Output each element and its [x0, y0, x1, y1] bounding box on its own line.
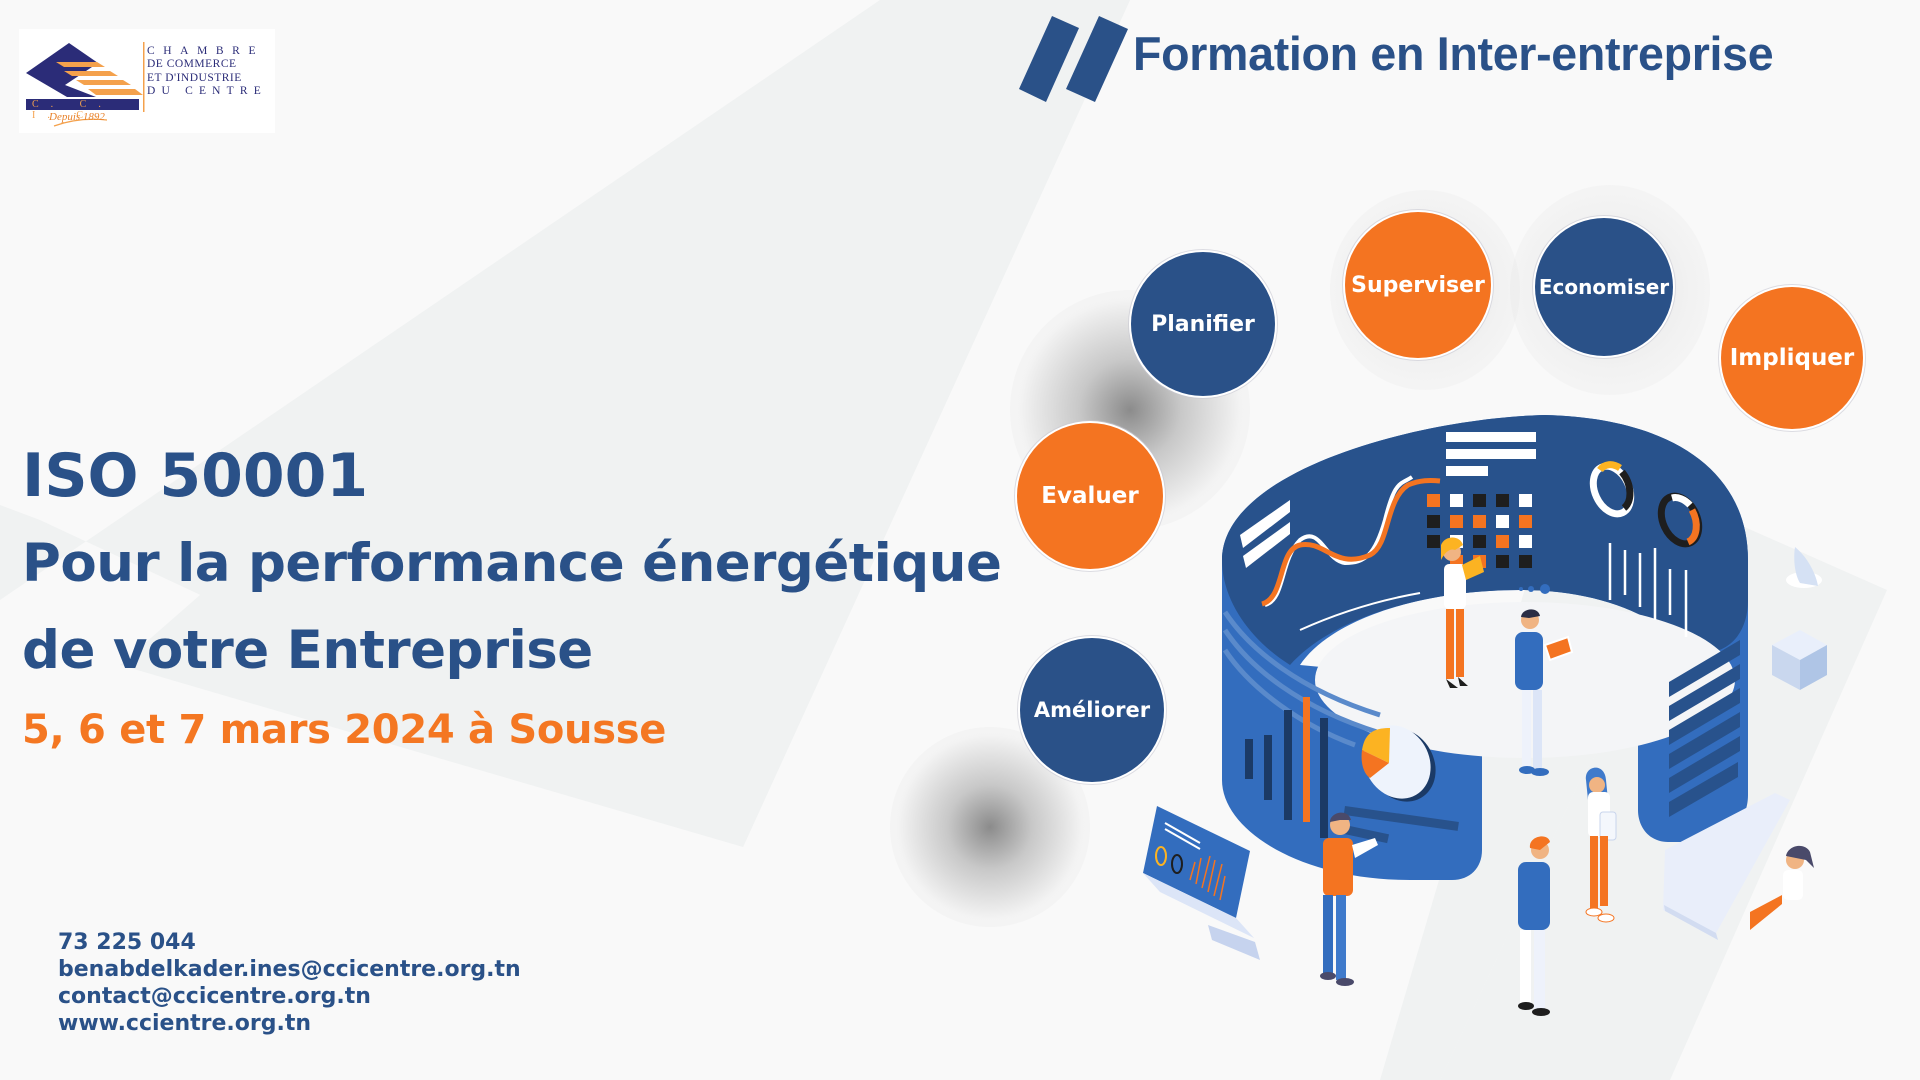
pie-chart-icon: [1361, 725, 1436, 802]
page-title: ISO 50001: [22, 441, 369, 511]
step-ameliorer: Améliorer: [1020, 638, 1164, 782]
step-impliquer: Impliquer: [1721, 287, 1863, 429]
website-link[interactable]: www.ccientre.org.tn: [58, 1011, 312, 1036]
person-woman-laptop: [1585, 767, 1617, 923]
keyboard-icon: [1663, 793, 1790, 935]
ccic-emblem-icon: [26, 42, 145, 127]
step-superviser: Superviser: [1345, 212, 1491, 358]
person-woman-tablet: [1441, 537, 1484, 688]
vertical-lines-chart-icon: [1608, 543, 1688, 637]
person-man-redhead: [1518, 836, 1550, 1016]
ccic-logo: C. C. I. C. Depuis 1892 CHAMBRE DE COMME…: [19, 29, 275, 133]
email-personal-link[interactable]: benabdelkader.ines@ccicentre.org.tn: [58, 957, 521, 982]
subtitle-line-2: de votre Entreprise: [22, 620, 593, 681]
email-general-link[interactable]: contact@ccicentre.org.tn: [58, 984, 371, 1009]
donut-chart-icon: [1589, 461, 1703, 548]
step-planifier: Planifier: [1131, 252, 1275, 396]
cube-icon: [1772, 630, 1827, 690]
logo-since: Depuis 1892: [49, 111, 105, 123]
step-economiser: Economiser: [1535, 218, 1673, 356]
phone-number: 73 225 044: [58, 930, 196, 955]
contact-block: 73 225 044 benabdelkader.ines@ccicentre.…: [58, 929, 521, 1037]
bar-chart-icon: [1245, 697, 1328, 838]
subtitle-line-1: Pour la performance énergétique: [22, 533, 1002, 594]
person-man-tablet: [1515, 609, 1574, 776]
date-location: 5, 6 et 7 mars 2024 à Sousse: [22, 707, 667, 753]
logo-acronym: C. C. I. C.: [32, 99, 113, 121]
person-woman-keyboard: [1750, 845, 1814, 930]
step-evaluer: Evaluer: [1017, 423, 1163, 569]
person-man-pointing: [1320, 812, 1378, 986]
laptop-icon: [1143, 806, 1260, 960]
double-slash-quote-icon: [1019, 16, 1128, 102]
logo-text: CHAMBRE DE COMMERCE ET D'INDUSTRIE DU CE…: [147, 45, 268, 98]
header-title: Formation en Inter-entreprise: [1133, 27, 1774, 80]
